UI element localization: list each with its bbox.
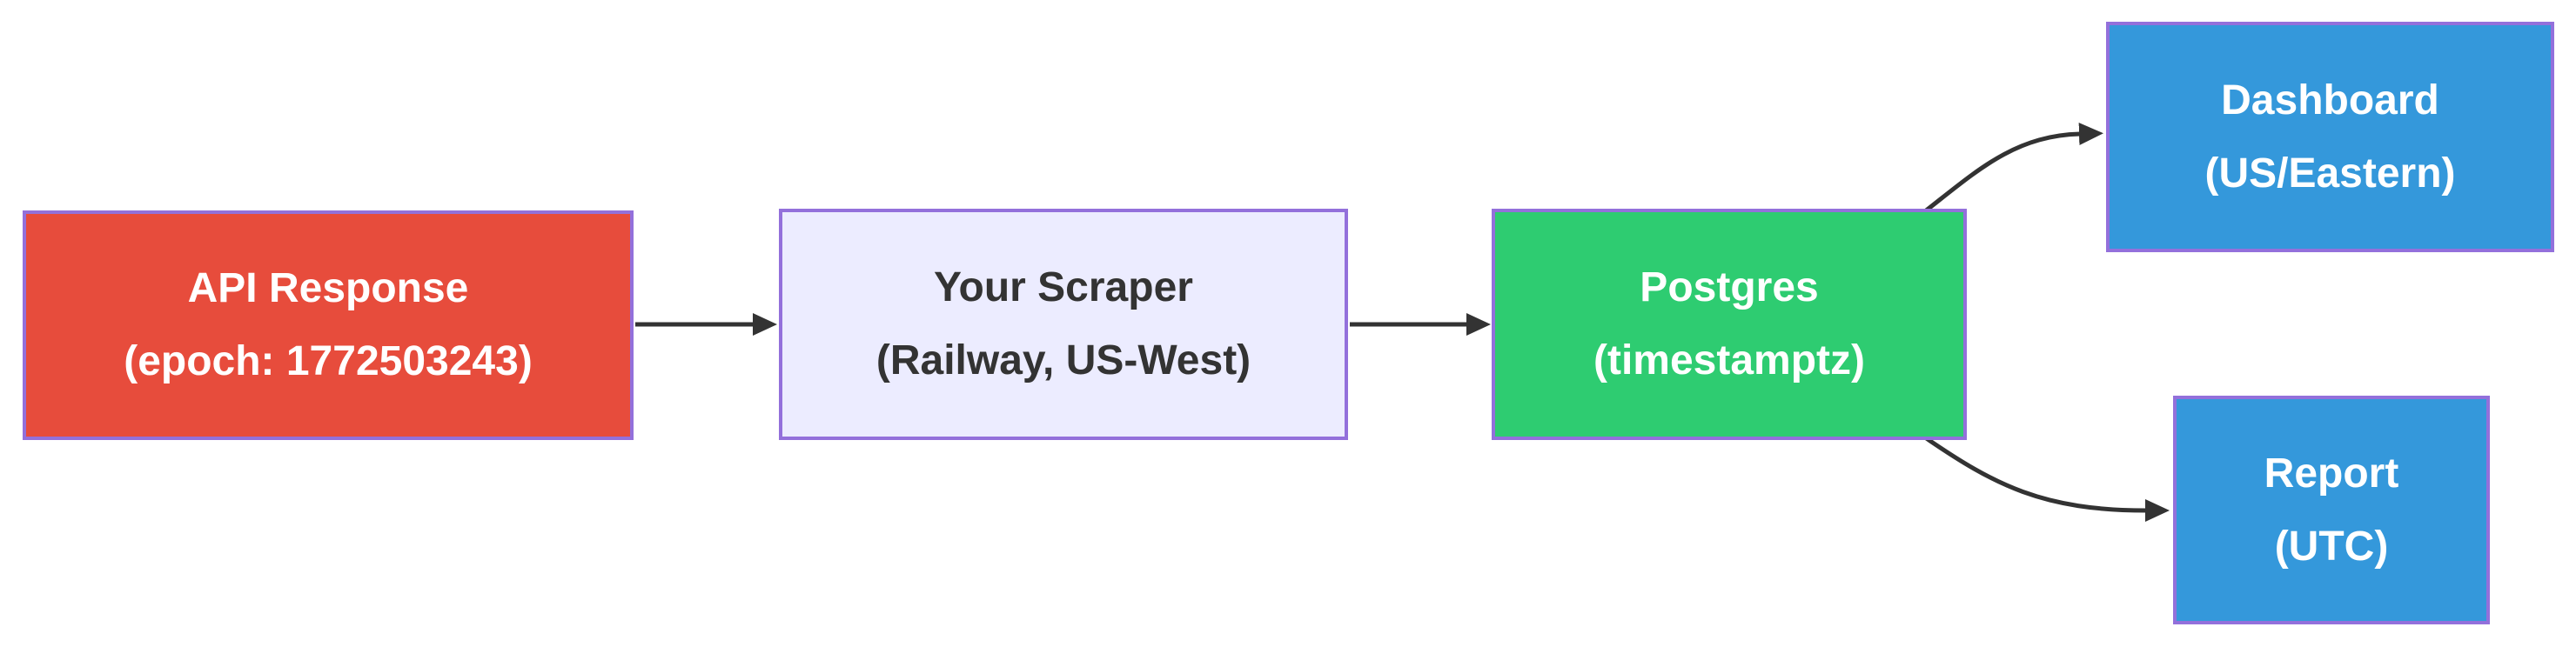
node-dashboard-label-line1: Dashboard xyxy=(2221,77,2439,123)
node-scraper-label-line2: (Railway, US-West) xyxy=(875,337,1251,384)
node-dashboard-label-line2: (US/Eastern) xyxy=(2204,150,2456,197)
node-postgres: Postgres (timestamptz) xyxy=(1492,209,1967,440)
node-scraper: Your Scraper (Railway, US-West) xyxy=(779,209,1348,440)
node-report-label-line2: (UTC) xyxy=(2274,523,2389,570)
node-scraper-label-line1: Your Scraper xyxy=(934,264,1193,310)
node-api-response-label-line1: API Response xyxy=(187,265,469,311)
node-report: Report (UTC) xyxy=(2173,396,2490,624)
node-postgres-label-line1: Postgres xyxy=(1640,264,1819,310)
node-dashboard: Dashboard (US/Eastern) xyxy=(2106,22,2554,252)
edge-postgres-to-dashboard xyxy=(1923,123,2103,213)
node-api-response-label-line2: (epoch: 1772503243) xyxy=(124,338,533,384)
node-postgres-label-line2: (timestamptz) xyxy=(1593,337,1866,384)
edge-postgres-to-report xyxy=(1923,435,2170,522)
node-api-response: API Response (epoch: 1772503243) xyxy=(23,210,634,440)
node-report-label-line1: Report xyxy=(2264,450,2399,497)
